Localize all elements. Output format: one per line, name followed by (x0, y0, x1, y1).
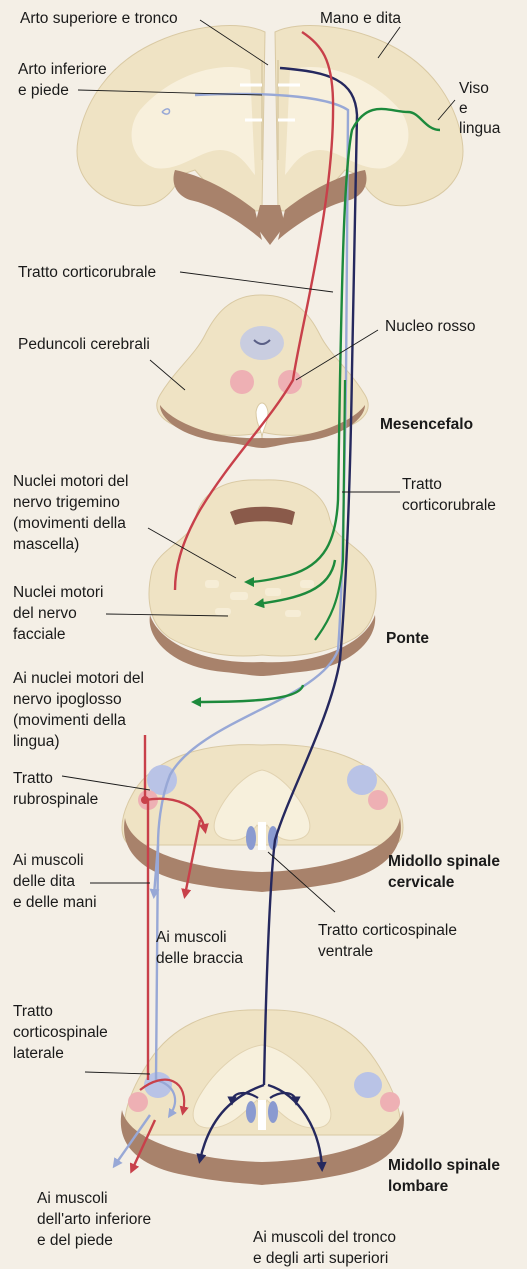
label-dita-mani-3: e delle mani (13, 894, 97, 911)
label-tratto-corticorubrale-mid-2: corticorubrale (402, 497, 496, 514)
label-cervicale-1: Midollo spinale (388, 853, 500, 870)
label-viso-2: e (459, 100, 468, 117)
brain-coronal-section (77, 26, 463, 245)
cervical-cord-section (122, 745, 403, 892)
label-tratto-corticorubrale-mid-1: Tratto (402, 476, 442, 493)
label-lombare-2: lombare (388, 1178, 449, 1195)
label-piede-2: dell'arto inferiore (37, 1211, 151, 1228)
label-viso-1: Viso (459, 80, 489, 97)
label-arto-superiore: Arto superiore e tronco (20, 10, 178, 27)
label-braccia-2: delle braccia (156, 950, 243, 967)
label-trigemino-4: mascella) (13, 536, 79, 553)
label-ipoglosso-3: (movimenti della (13, 712, 126, 729)
label-trigemino-1: Nuclei motori del (13, 473, 128, 490)
label-laterale-2: corticospinale (13, 1024, 108, 1041)
label-ipoglosso-2: nervo ipoglosso (13, 691, 122, 708)
label-tratto-corticorubrale-top: Tratto corticorubrale (18, 264, 156, 281)
label-laterale-1: Tratto (13, 1003, 53, 1020)
label-ipoglosso-4: lingua) (13, 733, 60, 750)
label-facciale-3: facciale (13, 626, 66, 643)
label-tronco-2: e degli arti superiori (253, 1250, 388, 1267)
label-laterale-3: laterale (13, 1045, 64, 1062)
label-dita-mani-1: Ai muscoli (13, 852, 84, 869)
label-ponte: Ponte (386, 630, 429, 647)
lumbar-cord-section (121, 1010, 404, 1185)
label-mesencefalo: Mesencefalo (380, 416, 473, 433)
label-dita-mani-2: delle dita (13, 873, 75, 890)
label-nucleo-rosso: Nucleo rosso (385, 318, 475, 335)
label-arto-inferiore-1: Arto inferiore (18, 61, 107, 78)
label-arto-inferiore-2: e piede (18, 82, 69, 99)
label-rubrospinale-2: rubrospinale (13, 791, 98, 808)
label-ventrale-1: Tratto corticospinale (318, 922, 457, 939)
label-ipoglosso-1: Ai nuclei motori del (13, 670, 144, 687)
label-piede-3: e del piede (37, 1232, 113, 1249)
label-facciale-2: del nervo (13, 605, 77, 622)
label-lombare-1: Midollo spinale (388, 1157, 500, 1174)
label-braccia-1: Ai muscoli (156, 929, 227, 946)
label-mano-dita: Mano e dita (320, 10, 401, 27)
label-tronco-1: Ai muscoli del tronco (253, 1229, 396, 1246)
label-ventrale-2: ventrale (318, 943, 373, 960)
label-rubrospinale-1: Tratto (13, 770, 53, 787)
label-facciale-1: Nuclei motori (13, 584, 103, 601)
label-viso-3: lingua (459, 120, 501, 137)
label-piede-1: Ai muscoli (37, 1190, 108, 1207)
label-peduncoli: Peduncoli cerebrali (18, 336, 150, 353)
label-trigemino-3: (movimenti della (13, 515, 126, 532)
label-trigemino-2: nervo trigemino (13, 494, 120, 511)
label-cervicale-2: cervicale (388, 874, 455, 891)
